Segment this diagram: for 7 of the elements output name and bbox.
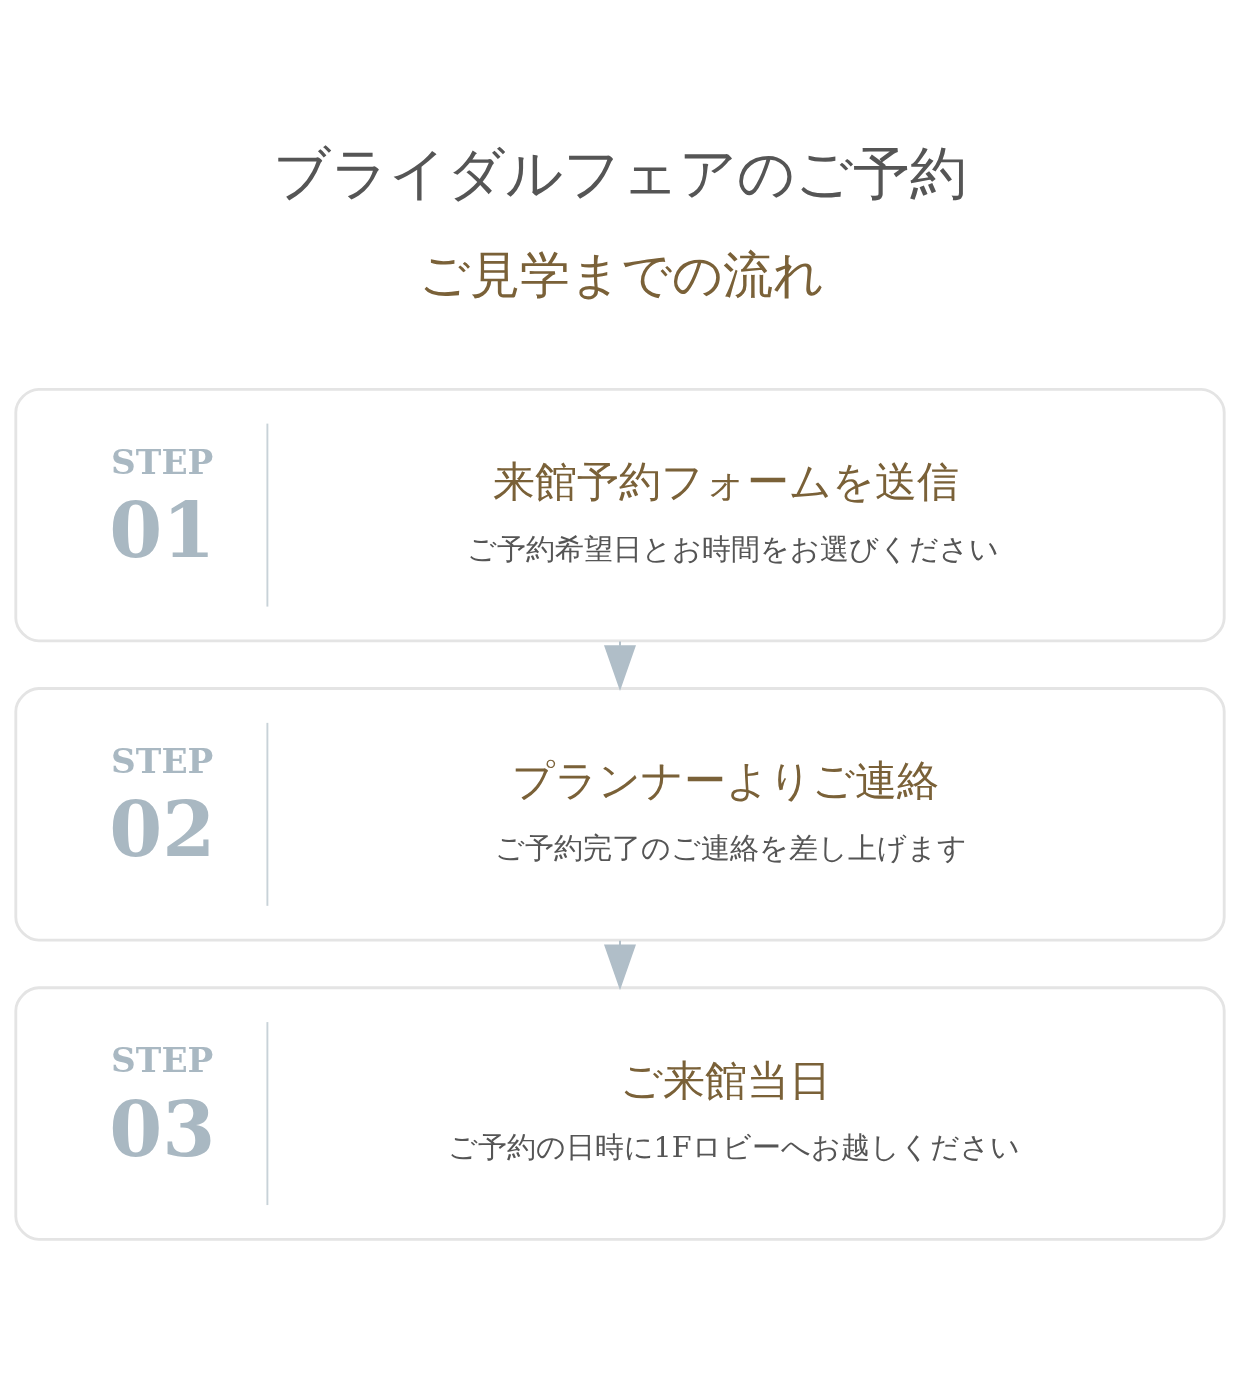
node-box: STEP 02 プランナーよりご連絡 ご予約完了のご連絡を差し上げます [14, 687, 1226, 942]
label: ご見学までの流れ [418, 245, 824, 304]
arrow [603, 939, 637, 991]
node-box: STEP 03 ご来館当日 ご予約の日時に1Fロビーへお越しください [14, 986, 1226, 1241]
diagram-title: ブライダルフェアのご予約 [273, 139, 967, 206]
arrow [603, 640, 637, 692]
node-box: STEP 01 来館予約フォームを送信 ご予約希望日とお時間をお選びください [14, 387, 1226, 643]
